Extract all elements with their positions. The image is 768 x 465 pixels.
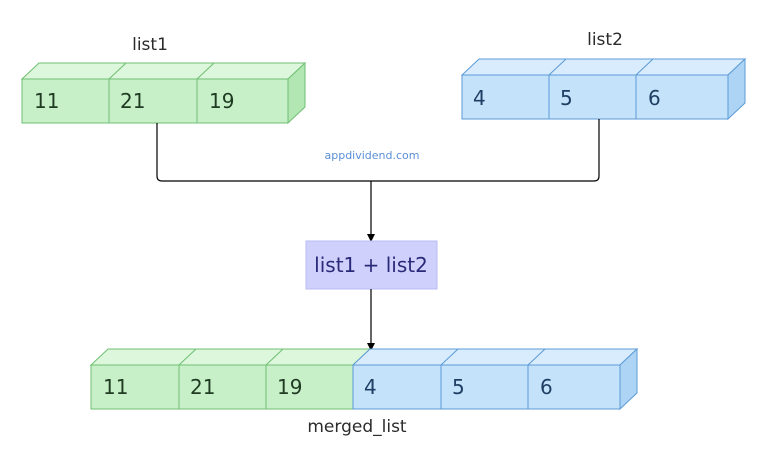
list1-top-face bbox=[20, 62, 307, 80]
merged-cell-value: 21 bbox=[190, 375, 215, 399]
merged-cell-value: 19 bbox=[277, 375, 302, 399]
operation-box: list1 + list2 bbox=[305, 240, 438, 290]
merged-cell-value: 6 bbox=[540, 375, 553, 399]
merged-list-block: 11 21 19 4 5 6 bbox=[89, 347, 639, 411]
merged-top-divider bbox=[178, 348, 197, 366]
merged-top-face-blue bbox=[351, 348, 639, 366]
list1-cell bbox=[196, 78, 289, 124]
list1-label: list1 bbox=[132, 35, 168, 55]
list1-block: 11 21 19 bbox=[20, 61, 307, 125]
merged-cell bbox=[265, 364, 354, 410]
operation-label: list1 + list2 bbox=[314, 253, 428, 277]
list1-cell-value: 11 bbox=[34, 89, 59, 113]
list1-cell bbox=[21, 78, 110, 124]
list2-top-divider bbox=[548, 58, 567, 76]
list1-top-divider bbox=[108, 62, 127, 80]
list2-label: list2 bbox=[587, 30, 623, 50]
merged-top-divider bbox=[527, 348, 546, 366]
merged-top-divider bbox=[265, 348, 284, 366]
merged-cell-value: 5 bbox=[452, 375, 465, 399]
watermark-text: appdividend.com bbox=[324, 149, 419, 162]
list2-cell bbox=[461, 74, 550, 120]
list1-cell-value: 21 bbox=[120, 89, 145, 113]
merged-cell-value: 4 bbox=[364, 375, 377, 399]
list2-cell-value: 6 bbox=[648, 86, 661, 110]
list2-top-face bbox=[460, 58, 747, 76]
list2-connector-line bbox=[371, 119, 600, 182]
list1-cell-value: 19 bbox=[209, 89, 234, 113]
merged-list-label: merged_list bbox=[307, 417, 407, 437]
list1-top-divider bbox=[196, 62, 215, 80]
merged-top-divider bbox=[440, 348, 459, 366]
merged-cell bbox=[440, 364, 529, 410]
list2-top-divider bbox=[635, 58, 654, 76]
merged-cell bbox=[527, 364, 621, 410]
list2-cell bbox=[548, 74, 637, 120]
list2-cell-value: 4 bbox=[473, 86, 486, 110]
merged-cell-value: 11 bbox=[103, 375, 128, 399]
list1-connector-line bbox=[156, 123, 371, 182]
merged-cell bbox=[178, 364, 267, 410]
list2-cell-value: 5 bbox=[560, 86, 573, 110]
merged-cell bbox=[90, 364, 180, 410]
list2-cell bbox=[635, 74, 729, 120]
merged-cell bbox=[352, 364, 442, 410]
list2-block: 4 5 6 bbox=[460, 57, 747, 121]
merged-top-face-green bbox=[89, 348, 372, 366]
